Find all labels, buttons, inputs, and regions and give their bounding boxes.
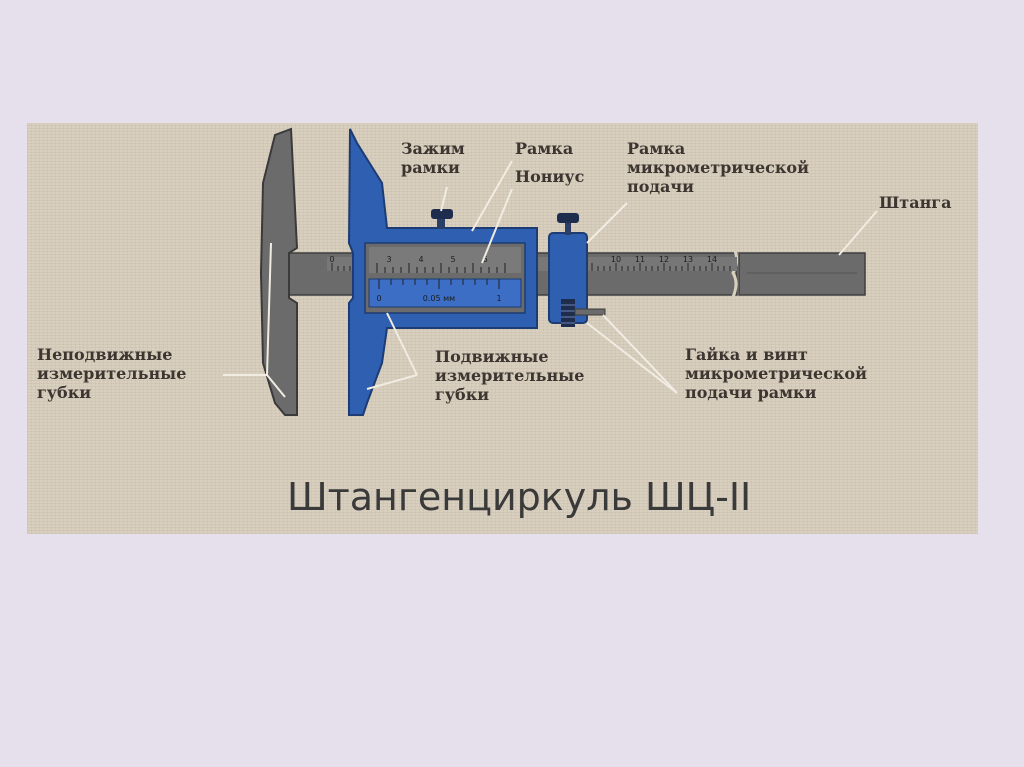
label-line: Зажим xyxy=(401,139,465,158)
label-line: подачи рамки xyxy=(685,383,817,402)
label-nut-screw: Гайка и винт микрометрической подачи рам… xyxy=(685,345,867,402)
vernier-number: 0 xyxy=(376,294,381,303)
label-fixed-jaws: Неподвижные измерительные губки xyxy=(37,345,186,402)
diagram-caption: Штангенциркуль ШЦ-II xyxy=(287,475,752,519)
scale-number: 4 xyxy=(418,255,423,264)
label-vernier: Нониус xyxy=(515,167,584,186)
fixed-jaw xyxy=(259,127,299,416)
label-bar: Штанга xyxy=(879,193,951,212)
label-clamp: Зажим рамки xyxy=(401,139,465,177)
scale-number: 13 xyxy=(683,255,693,264)
label-line: микрометрической xyxy=(627,158,809,177)
vernier-number: 0.05 мм xyxy=(423,294,455,303)
label-line: рамки xyxy=(401,158,460,177)
scale-numbers: 0 3 4 5 6 10 11 12 13 14 0 0.05 мм 1 xyxy=(329,255,717,303)
leader-lines xyxy=(223,160,878,398)
moving-frame xyxy=(347,128,538,416)
micro-feed-frame xyxy=(548,213,606,327)
scale-number: 14 xyxy=(707,255,717,264)
label-moving-jaws: Подвижные измерительные губки xyxy=(435,347,584,404)
vernier-ticks xyxy=(376,263,506,289)
label-line: губки xyxy=(435,385,490,404)
scale-number: 10 xyxy=(611,255,621,264)
label-line: подачи xyxy=(627,177,694,196)
scale-number: 11 xyxy=(635,255,645,264)
caliper-figure: 0 3 4 5 6 10 11 12 13 14 0 0.05 мм 1 xyxy=(27,123,978,534)
label-line: микрометрической xyxy=(685,364,867,383)
vernier-number: 1 xyxy=(496,294,501,303)
label-line: измерительные xyxy=(435,366,585,385)
label-line: Нониус xyxy=(515,167,585,186)
label-line: Подвижные xyxy=(435,347,549,366)
label-line: губки xyxy=(37,383,92,402)
scale-number: 5 xyxy=(450,255,455,264)
label-line: Штанга xyxy=(879,193,952,212)
scale-number: 6 xyxy=(482,255,487,264)
scale-number: 0 xyxy=(329,255,334,264)
label-line: Гайка и винт xyxy=(685,345,808,364)
label-frame: Рамка xyxy=(515,139,573,158)
scale-number: 12 xyxy=(659,255,669,264)
label-line: Неподвижные xyxy=(37,345,173,364)
label-line: Рамка xyxy=(627,139,686,158)
main-scale-ticks xyxy=(331,263,731,271)
scale-number: 3 xyxy=(386,255,391,264)
caliper-diagram: 0 3 4 5 6 10 11 12 13 14 0 0.05 мм 1 xyxy=(223,127,878,416)
label-line: измерительные xyxy=(37,364,187,383)
label-line: Рамка xyxy=(515,139,574,158)
label-micro-frame: Рамка микрометрической подачи xyxy=(627,139,809,196)
